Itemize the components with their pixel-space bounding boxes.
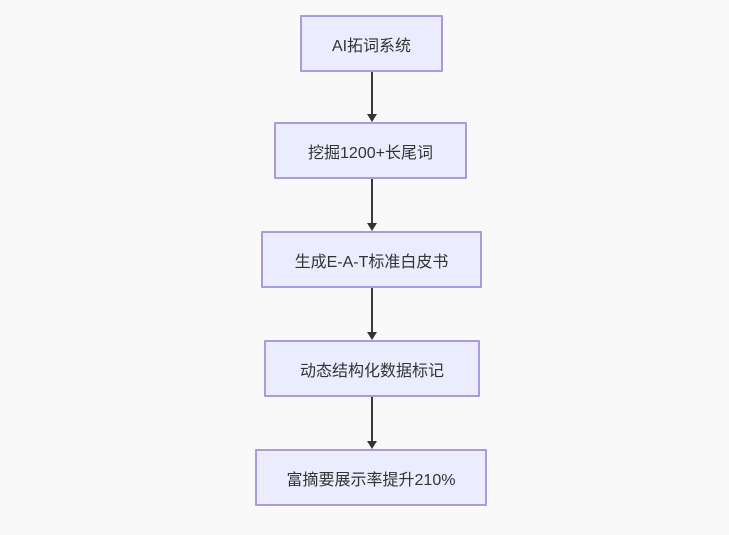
flowchart-node-ai-word-system: AI拓词系统: [300, 15, 443, 72]
arrow-head-icon: [367, 223, 377, 231]
flowchart-node-eat-whitepaper: 生成E-A-T标准白皮书: [261, 231, 482, 288]
flowchart-node-longtail-mining: 挖掘1200+长尾词: [274, 122, 467, 179]
arrow-head-icon: [367, 114, 377, 122]
flowchart-node-rich-snippet-result: 富摘要展示率提升210%: [255, 449, 487, 506]
arrow-line: [371, 288, 373, 333]
arrow-head-icon: [367, 332, 377, 340]
arrow-line: [371, 72, 373, 116]
arrow-line: [371, 397, 373, 442]
flowchart-node-structured-data-markup: 动态结构化数据标记: [264, 340, 480, 397]
arrow-head-icon: [367, 441, 377, 449]
arrow-line: [371, 179, 373, 224]
